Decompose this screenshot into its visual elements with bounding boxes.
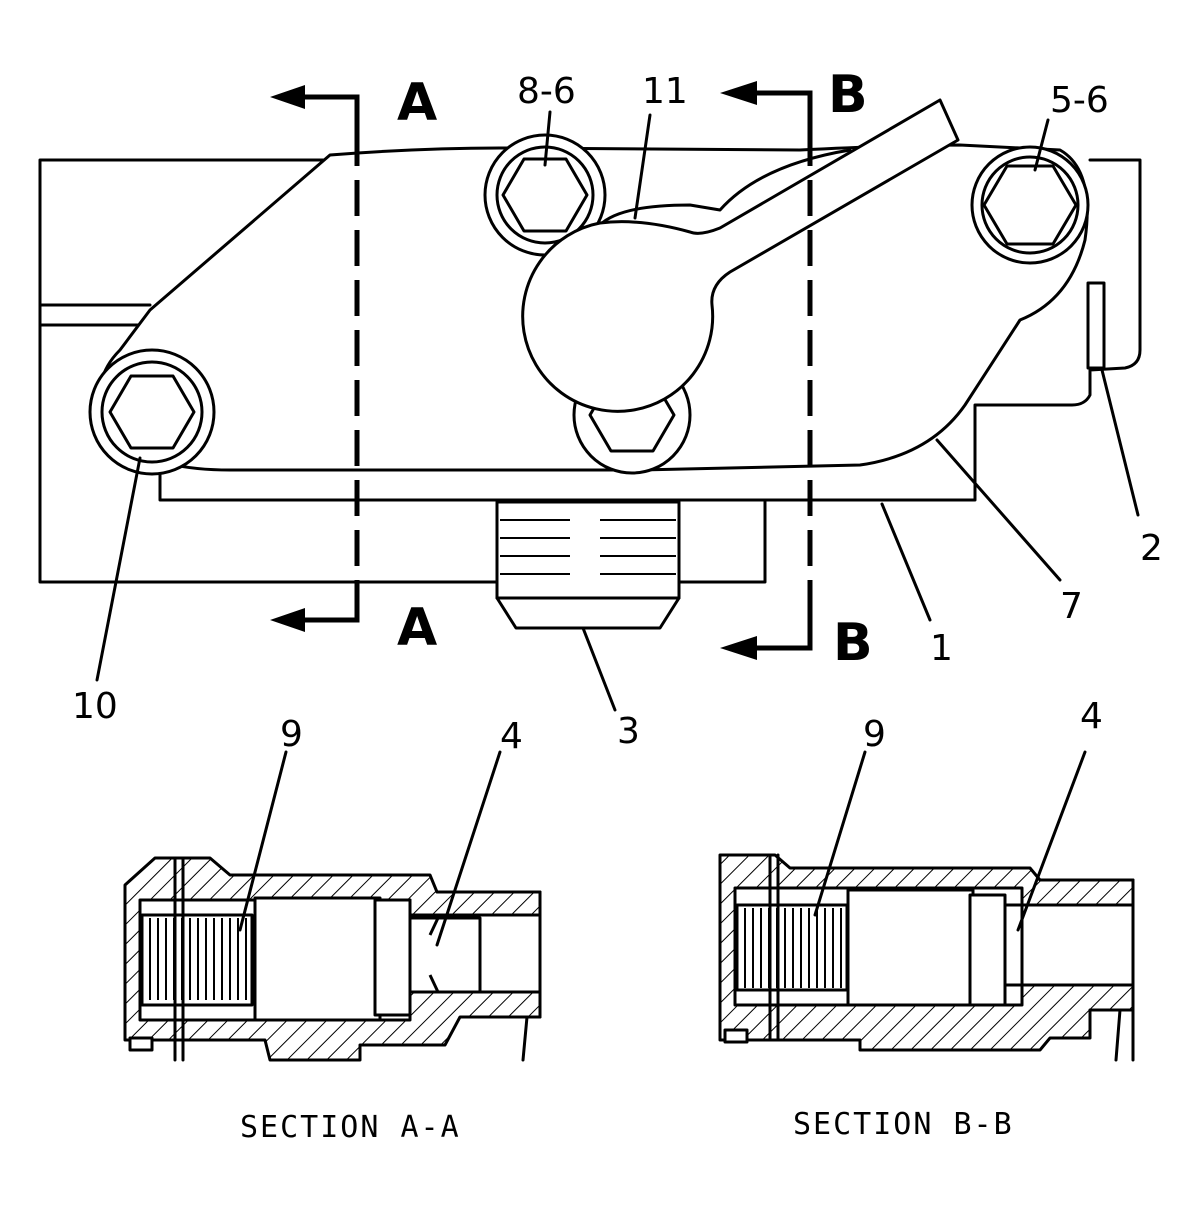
section-mark-a-top: A bbox=[397, 73, 437, 133]
part-11-lever bbox=[521, 98, 960, 413]
main-view: 8-6 11 5-6 10 3 1 7 2 A A B B bbox=[38, 65, 1163, 752]
section-a-piston bbox=[253, 896, 382, 1022]
callout-1: 1 bbox=[930, 628, 953, 669]
housing-outline bbox=[38, 158, 767, 584]
section-b-piston bbox=[846, 888, 975, 1007]
callout-2: 2 bbox=[1140, 528, 1163, 569]
section-b-ring bbox=[723, 1028, 749, 1044]
bolt-5-6 bbox=[970, 145, 1090, 265]
section-mark-a-bottom: A bbox=[397, 598, 437, 658]
part-3-fitting bbox=[495, 500, 681, 630]
section-mark-b-bottom: B bbox=[833, 613, 873, 673]
bolt-8-6 bbox=[483, 133, 607, 257]
section-a-a-view: 9 4 SECTION A-A bbox=[123, 714, 542, 1145]
callout-10: 10 bbox=[72, 686, 118, 727]
bolt-10 bbox=[88, 348, 216, 476]
section-b-callout-4: 4 bbox=[1080, 696, 1103, 737]
part-2-shim bbox=[1086, 281, 1106, 370]
section-b-callout-9: 9 bbox=[863, 714, 886, 755]
section-a-valve-4 bbox=[408, 916, 482, 994]
section-mark-b-top: B bbox=[828, 65, 868, 125]
leader-lines bbox=[95, 110, 1140, 712]
callout-11: 11 bbox=[642, 71, 688, 112]
section-a-seat bbox=[373, 898, 412, 1017]
callout-8-6: 8-6 bbox=[517, 71, 576, 112]
callout-5-6: 5-6 bbox=[1050, 80, 1109, 121]
lever-body bbox=[521, 98, 960, 413]
section-b-seat bbox=[968, 893, 1007, 1007]
section-b-b-view: 9 4 SECTION B-B bbox=[718, 696, 1135, 1142]
housing-right-outline bbox=[973, 158, 1142, 407]
callout-3: 3 bbox=[617, 711, 640, 752]
section-b-valve-4 bbox=[1003, 903, 1024, 987]
callout-7: 7 bbox=[1060, 586, 1083, 627]
section-a-callout-4: 4 bbox=[500, 716, 523, 757]
section-line-a bbox=[270, 85, 360, 632]
section-a-ring bbox=[128, 1036, 154, 1052]
section-line-b bbox=[720, 81, 813, 660]
section-b-caption: SECTION B-B bbox=[793, 1107, 1014, 1142]
section-a-callout-9: 9 bbox=[280, 714, 303, 755]
section-a-caption: SECTION A-A bbox=[240, 1110, 461, 1145]
